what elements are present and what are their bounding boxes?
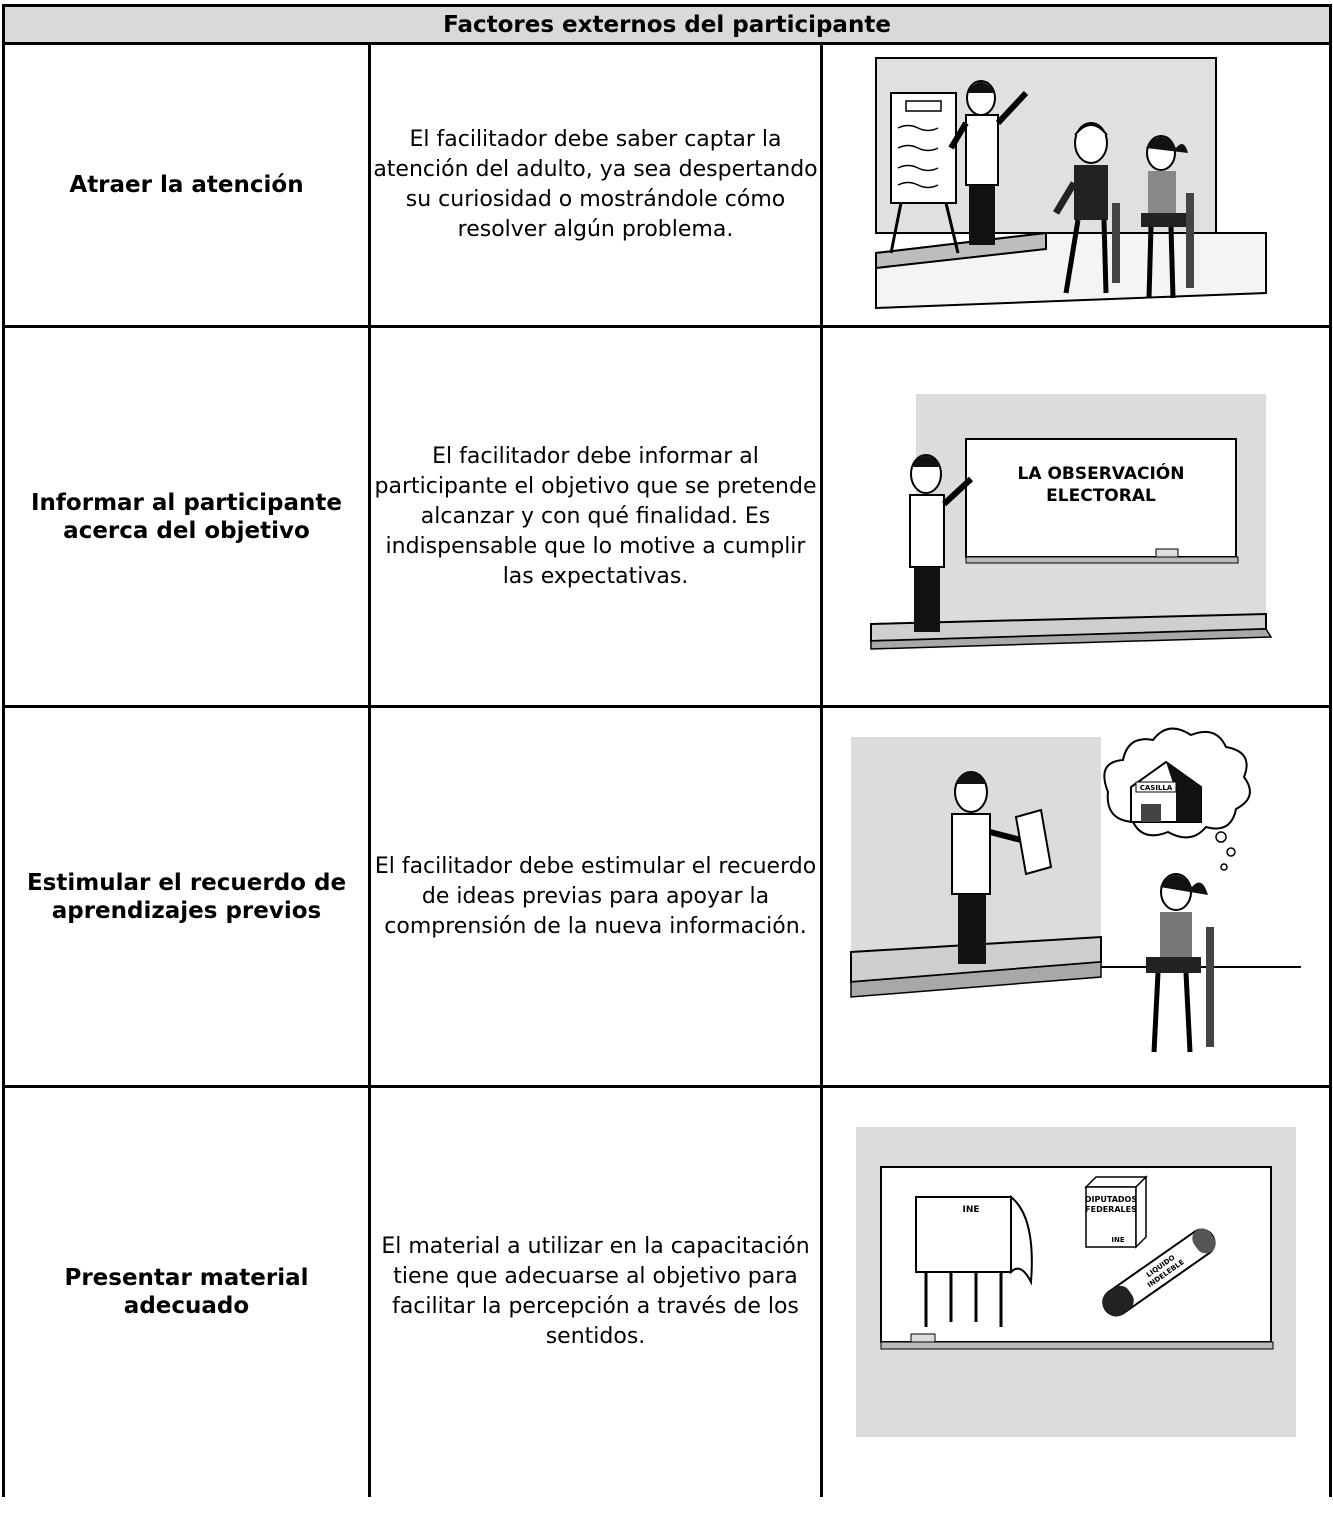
table-row: Presentar material adecuado El material … — [2, 1085, 1333, 1497]
whiteboard-text-line2: ELECTORAL — [1046, 486, 1156, 506]
table-row: Atraer la atención El facilitador debe s… — [2, 42, 1333, 328]
whiteboard-text-line1: LA OBSERVACIÓN — [1018, 462, 1185, 484]
thought-text: CASILLA — [1140, 784, 1173, 792]
ballot-box-logo: INE — [1111, 1236, 1124, 1244]
teacher-presenting-illustration — [875, 56, 1268, 309]
table-title: Factores externos del participante — [1, 4, 1333, 45]
illustration-cell: LA OBSERVACIÓN ELECTORAL — [819, 325, 1333, 708]
illustration-cell: CASILLA — [819, 705, 1333, 1088]
factor-label: Presentar material adecuado — [2, 1085, 371, 1497]
electoral-materials-illustration: INE DIPUTADOS FEDERALES INE LIQUIDO — [856, 1127, 1297, 1438]
factor-description: El facilitador debe estimular el recuerd… — [368, 705, 823, 1088]
ballot-box-text-line1: DIPUTADOS — [1085, 1195, 1137, 1204]
table-row: Informar al participante acerca del obje… — [2, 325, 1333, 708]
factor-description: El facilitador debe informar al particip… — [368, 325, 823, 708]
teacher-whiteboard-illustration: LA OBSERVACIÓN ELECTORAL — [870, 394, 1273, 650]
illustration-cell — [819, 42, 1333, 328]
illustration-cell: INE DIPUTADOS FEDERALES INE LIQUIDO — [819, 1085, 1333, 1497]
factor-description: El facilitador debe saber captar la aten… — [368, 42, 823, 328]
table-row: Estimular el recuerdo de aprendizajes pr… — [2, 705, 1333, 1088]
factors-table: Factores externos del participante Atrae… — [1, 4, 1333, 1497]
student-remembering-illustration: CASILLA — [850, 727, 1302, 1052]
factor-label: Atraer la atención — [2, 42, 371, 328]
factor-label: Estimular el recuerdo de aprendizajes pr… — [2, 705, 371, 1088]
ballot-box-text-line2: FEDERALES — [1085, 1205, 1137, 1214]
booth-logo: INE — [963, 1205, 980, 1215]
factor-description: El material a utilizar en la capacitació… — [368, 1085, 823, 1497]
factor-label: Informar al participante acerca del obje… — [2, 325, 371, 708]
